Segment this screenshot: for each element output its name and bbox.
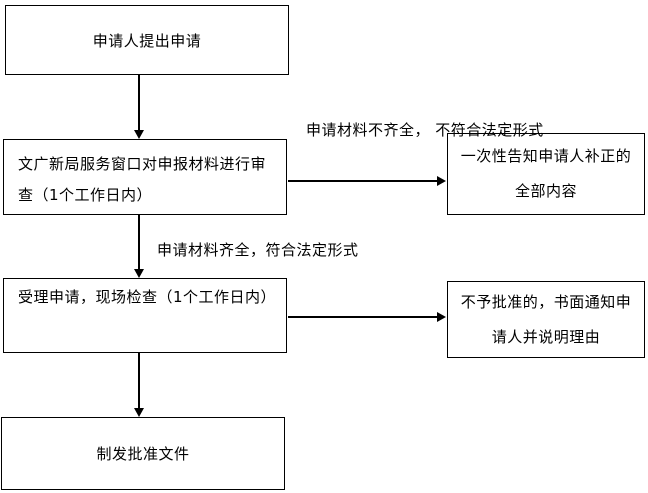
- edge-label-complete-materials: 申请材料齐全，符合法定形式: [157, 239, 359, 260]
- node-notify-rejection-text: 不予批准的，书面通知申 请人并说明理由: [461, 285, 632, 355]
- node-review-materials-line1: 文广新局服务窗口对申报材料进行审: [18, 155, 267, 173]
- arrow-submit-to-review-line: [138, 75, 140, 131]
- arrow-accept-to-issue-head-icon: [134, 408, 144, 417]
- node-notify-correction-line1: 一次性告知申请人补正的: [460, 147, 632, 165]
- node-notify-rejection: 不予批准的，书面通知申 请人并说明理由: [447, 281, 645, 358]
- edge-label-incomplete-materials: 申请材料不齐全， 不符合法定形式: [306, 119, 544, 142]
- node-notify-correction-text: 一次性告知申请人补正的 全部内容: [461, 139, 632, 209]
- arrow-accept-to-rejection-line: [288, 316, 438, 318]
- node-notify-rejection-line1: 不予批准的，书面通知申: [460, 292, 632, 311]
- arrow-review-to-correction-line: [288, 180, 438, 182]
- node-notify-correction-line2: 全部内容: [514, 182, 577, 200]
- edge-label-complete-text: 申请材料齐全，符合法定形式: [157, 241, 359, 259]
- node-submit-application-label: 申请人提出申请: [92, 31, 202, 50]
- node-review-materials: 文广新局服务窗口对申报材料进行审 查（1个工作日内）: [3, 139, 287, 215]
- node-accept-inspect: 受理申请，现场检查（1个工作日内）: [3, 278, 287, 353]
- arrow-review-to-correction-head-icon: [437, 176, 446, 186]
- arrow-submit-to-review-head-icon: [134, 130, 144, 139]
- node-notify-rejection-line2: 请人并说明理由: [491, 327, 601, 346]
- node-accept-inspect-label: 受理申请，现场检查（1个工作日内）: [18, 288, 277, 306]
- node-notify-correction: 一次性告知申请人补正的 全部内容: [447, 133, 645, 215]
- arrow-accept-to-issue-line: [138, 353, 140, 409]
- node-submit-application: 申请人提出申请: [5, 5, 289, 75]
- edge-label-incomplete-line2: 不符合法定形式: [435, 121, 544, 139]
- node-review-materials-line2: 查（1个工作日内）: [18, 186, 153, 204]
- node-issue-approval-label: 制发批准文件: [96, 445, 190, 463]
- arrow-review-to-accept-line: [138, 215, 140, 270]
- edge-label-incomplete-line1: 申请材料不齐全，: [306, 121, 431, 139]
- node-issue-approval: 制发批准文件: [1, 417, 285, 490]
- arrow-review-to-accept-head-icon: [134, 269, 144, 278]
- arrow-accept-to-rejection-head-icon: [437, 312, 446, 322]
